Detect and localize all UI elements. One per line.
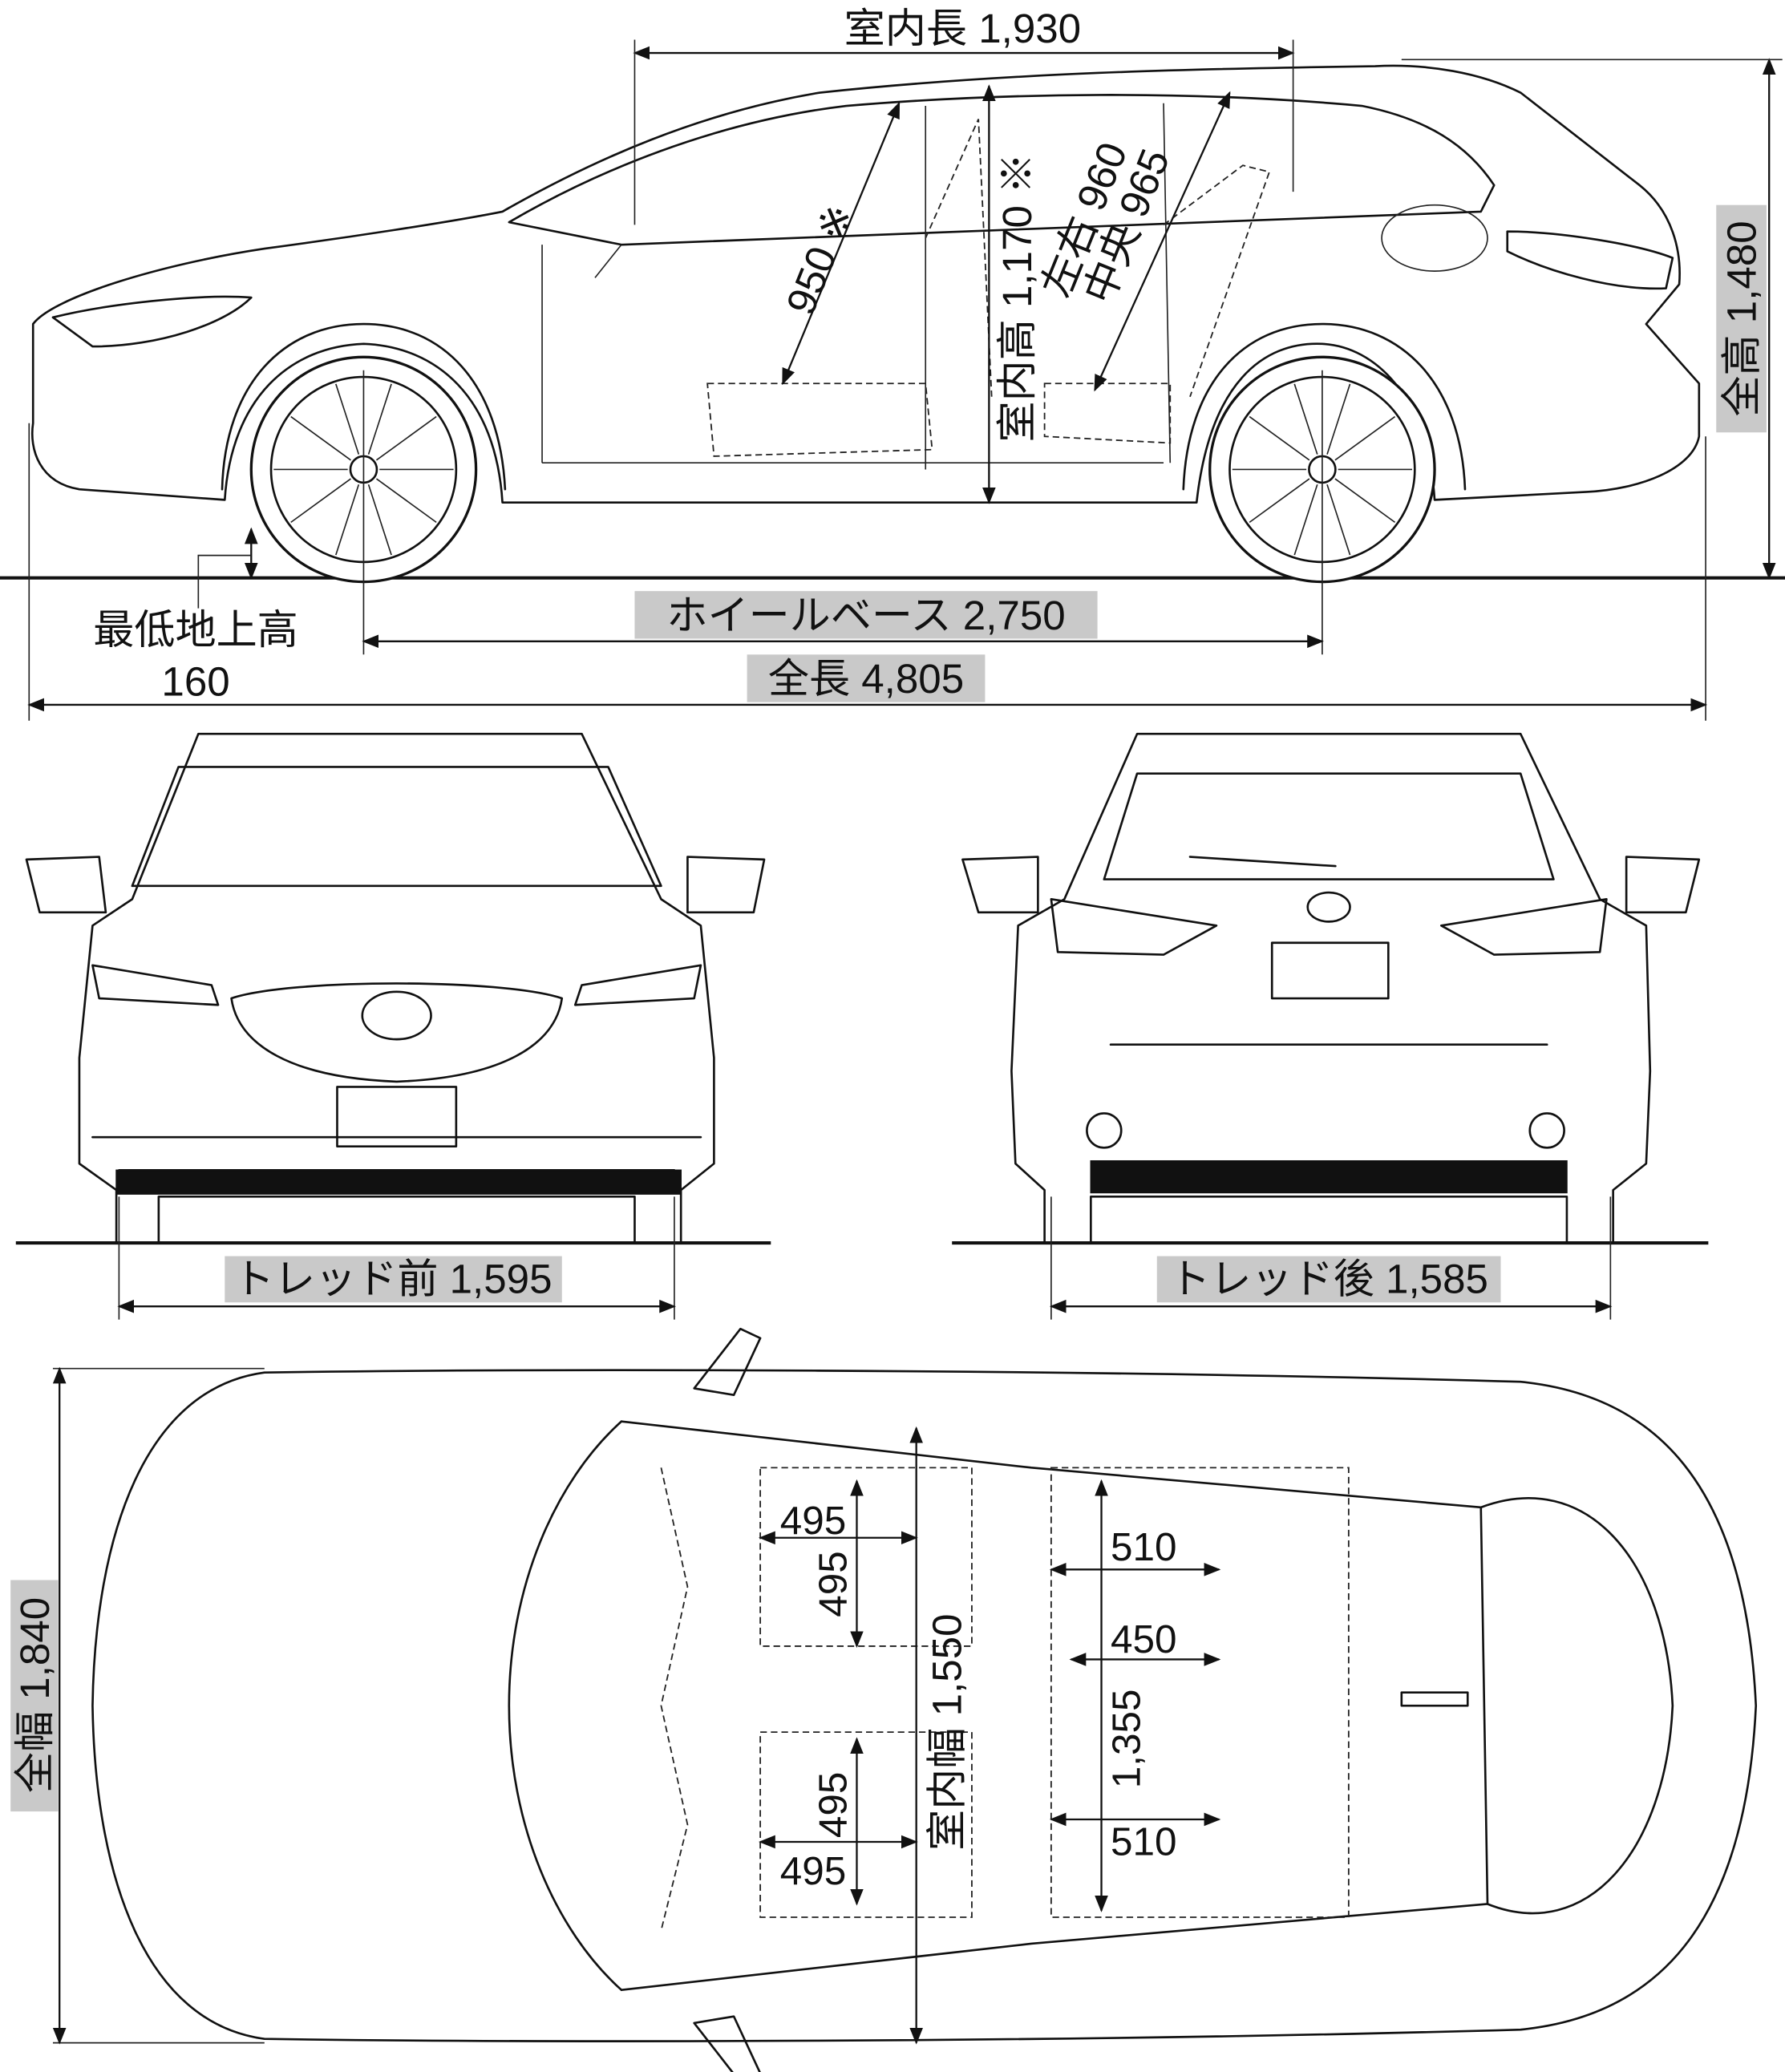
interior-width-label: 室内幅 1,550 [925, 1613, 970, 1850]
wheel-spoke [1326, 484, 1351, 556]
mazda-emblem [361, 990, 432, 1041]
rear-view: トレッド後 1,585 [952, 732, 1709, 1320]
lower-shadow [1090, 1159, 1568, 1194]
side-body-outline [31, 64, 1701, 504]
front-seat-dim-4: 495 [780, 1849, 847, 1893]
rear-seat-width-lower: 510 [1111, 1819, 1177, 1864]
headlight [51, 295, 253, 348]
front-seat-outline [706, 119, 993, 457]
rear-body-outline [1010, 732, 1652, 1244]
license-plate [1270, 941, 1390, 1000]
wheel-spokes [273, 383, 1413, 556]
rear-seat-width-upper: 510 [1111, 1525, 1177, 1569]
overall-height-label: 全高 1,480 [1719, 221, 1765, 416]
taillights [1050, 898, 1608, 956]
front-grille [230, 982, 564, 1083]
rear-wheel-arch [1182, 322, 1467, 491]
lower-bumper [91, 1135, 702, 1172]
wheel-spoke [335, 383, 360, 455]
wheel-spoke [290, 415, 351, 461]
ground-clearance-value: 160 [161, 658, 229, 704]
wheel-spoke [367, 383, 392, 455]
right-mirror-top [693, 2015, 761, 2072]
leader-line [197, 554, 252, 609]
wheel-spoke [1293, 484, 1318, 556]
front-wheel-arch [221, 322, 507, 491]
wheel-spoke [1334, 415, 1396, 461]
label-highlight [1716, 204, 1767, 433]
wheel-spoke [1326, 383, 1351, 455]
wheel-spoke [1293, 383, 1318, 455]
label-highlight [10, 1580, 59, 1812]
wheel-spoke [1249, 415, 1310, 461]
windshield-top [508, 1420, 623, 1991]
top-body-outline [91, 1369, 1758, 2042]
overall-width-label: 全幅 1,840 [12, 1597, 58, 1793]
mazda-emblem [1306, 891, 1351, 923]
front-body-outline [78, 732, 715, 1244]
top-view: 全幅 1,840 室内幅 1,550 495 495 495 495 510 4… [10, 1327, 1758, 2072]
rear-headroom-line [1094, 91, 1231, 392]
side-window-line [508, 94, 1496, 246]
interior-length-label: 室内長 1,930 [844, 6, 1081, 51]
rear-window [1103, 772, 1555, 880]
left-mirror-top [693, 1327, 762, 1396]
left-mirror [961, 856, 1039, 914]
front-seat-dim-2: 495 [811, 1551, 855, 1617]
wheel-spoke [367, 484, 392, 556]
rear-wiper [1188, 856, 1337, 868]
front-view: トレッド前 1,595 [15, 732, 771, 1320]
fuel-door [1381, 204, 1488, 272]
wheel-spoke [375, 415, 437, 461]
rear-glass [1479, 1497, 1674, 1915]
label-highlight [747, 654, 986, 702]
wheel-spoke [375, 478, 437, 524]
wheel-spoke [1249, 478, 1310, 524]
interior-height-label: 室内高 1,170 ※ [994, 153, 1040, 443]
tread-rear-label: トレッド後 1,585 [1169, 1257, 1488, 1302]
wheel-spoke [335, 484, 360, 556]
front-seat-dim-3: 495 [811, 1772, 855, 1839]
tread-front-label: トレッド前 1,595 [233, 1257, 552, 1302]
right-mirror [686, 856, 766, 914]
wheel-spoke [290, 478, 351, 524]
label-highlight [1156, 1256, 1501, 1303]
license-plate [336, 1086, 458, 1148]
rear-center-width: 450 [1111, 1617, 1177, 1661]
side-view: 室内長 1,930 950 ※ 室内高 1,170 ※ 左右 960 中央 96… [0, 6, 1785, 721]
rear-emblem [1400, 1691, 1469, 1707]
right-exhaust [1528, 1112, 1565, 1149]
wheel-spoke [1334, 478, 1396, 524]
front-headroom-label: 950 ※ [777, 198, 862, 321]
roof-outline [620, 1420, 1489, 1991]
ground-clearance-label: 最低地上高 [93, 607, 298, 653]
front-headroom-line [782, 101, 901, 386]
wheelbase-label: ホイールベース 2,750 [666, 593, 1065, 638]
overall-length-label: 全長 4,805 [768, 656, 964, 702]
headlights [91, 964, 702, 1006]
label-highlight [634, 591, 1098, 639]
left-exhaust [1086, 1112, 1123, 1149]
left-mirror [25, 856, 107, 914]
label-highlight [225, 1256, 562, 1303]
windshield [131, 766, 662, 888]
right-mirror [1625, 856, 1701, 914]
rear-seat-span: 1,355 [1104, 1690, 1148, 1789]
lower-shadow [115, 1169, 682, 1195]
seat-outlines [660, 1467, 1350, 1931]
front-seat-dim-1: 495 [780, 1499, 847, 1543]
taillight [1506, 230, 1674, 290]
